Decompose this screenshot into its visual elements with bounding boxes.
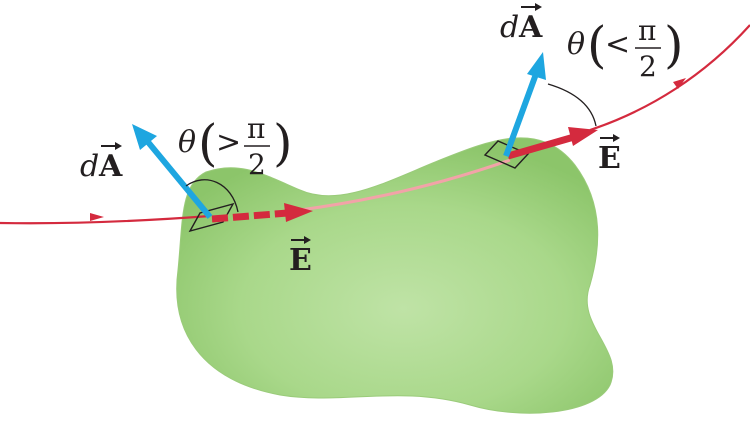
svg-text:2: 2 bbox=[639, 50, 657, 83]
area-vector-label-right: d A bbox=[500, 3, 543, 45]
field-line-arrowhead-left bbox=[90, 213, 104, 221]
area-vector-arrowhead-right bbox=[527, 52, 546, 80]
field-vector-arrowhead-right bbox=[568, 127, 598, 146]
svg-text:E: E bbox=[289, 243, 312, 278]
field-label-right: E bbox=[598, 134, 621, 176]
area-element-left bbox=[188, 202, 235, 233]
svg-text:(: ( bbox=[198, 114, 218, 172]
angle-label-left: θ ( > π 2 ) bbox=[178, 112, 293, 181]
svg-text:(: ( bbox=[587, 16, 607, 74]
field-line-arrowhead-right bbox=[673, 78, 686, 89]
angle-arc-left bbox=[185, 179, 239, 213]
svg-text:π: π bbox=[638, 14, 656, 47]
area-element-right bbox=[483, 140, 530, 169]
area-vector-left-shaft bbox=[145, 140, 213, 219]
field-vector-arrowhead-left bbox=[284, 203, 313, 222]
field-label-left: E bbox=[289, 236, 312, 278]
closed-surface bbox=[176, 137, 614, 414]
svg-text:>: > bbox=[216, 125, 241, 160]
area-vector-arrowhead-left bbox=[132, 124, 157, 150]
vector-arrow-icon bbox=[291, 236, 311, 244]
field-line-inside bbox=[299, 158, 511, 212]
field-line-left bbox=[0, 214, 211, 225]
angle-label-right: θ ( < π 2 ) bbox=[567, 14, 684, 83]
vector-arrow-icon bbox=[600, 134, 620, 142]
field-vector-left bbox=[211, 209, 289, 223]
svg-text:d: d bbox=[500, 10, 519, 45]
svg-text:θ: θ bbox=[178, 125, 196, 160]
angle-arc-right bbox=[547, 83, 597, 127]
svg-text:A: A bbox=[518, 10, 543, 45]
svg-text:<: < bbox=[605, 27, 630, 62]
svg-text:E: E bbox=[598, 141, 621, 176]
field-line-right bbox=[589, 24, 750, 132]
svg-text:d: d bbox=[80, 149, 99, 184]
svg-text:2: 2 bbox=[248, 148, 266, 181]
vector-arrow-icon bbox=[101, 142, 122, 150]
svg-text:θ: θ bbox=[567, 27, 585, 62]
svg-text:): ) bbox=[664, 16, 684, 74]
area-vector-label-left: d A bbox=[80, 142, 123, 184]
area-vector-right-shaft bbox=[503, 72, 539, 158]
svg-text:): ) bbox=[273, 114, 293, 172]
field-vector-right bbox=[507, 133, 575, 160]
vector-arrow-icon bbox=[521, 3, 542, 11]
svg-text:π: π bbox=[247, 112, 265, 145]
svg-text:A: A bbox=[98, 149, 123, 184]
